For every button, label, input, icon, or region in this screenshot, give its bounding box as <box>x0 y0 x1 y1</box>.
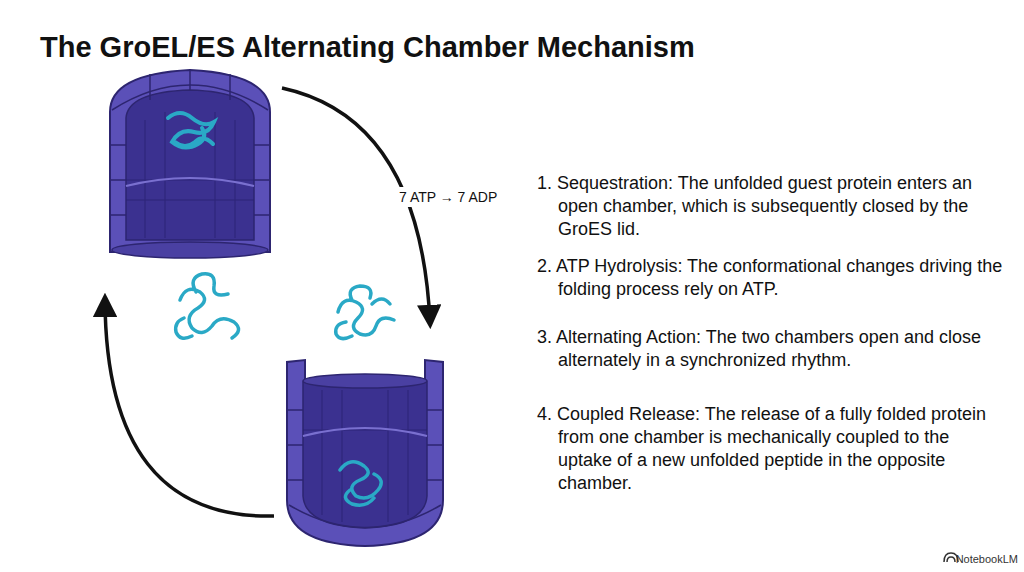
arrow-label: 7 ATP → 7 ADP <box>396 187 500 207</box>
unfolded-protein <box>176 274 239 339</box>
unfolded-protein <box>336 286 394 339</box>
step-text: 3. Alternating Action: The two chambers … <box>537 326 998 372</box>
cycle-arrow <box>105 300 274 516</box>
title: The GroEL/ES Alternating Chamber Mechani… <box>40 30 695 64</box>
groel-chamber-top <box>110 70 270 258</box>
step-text: 2. ATP Hydrolysis: The conformational ch… <box>537 255 1003 301</box>
groel-chamber-bottom <box>287 360 443 546</box>
step-text: 4. Coupled Release: The release of a ful… <box>537 403 998 495</box>
watermark: NotebookLM <box>956 552 1018 566</box>
step-text: 1. Sequestration: The unfolded guest pro… <box>537 172 998 241</box>
